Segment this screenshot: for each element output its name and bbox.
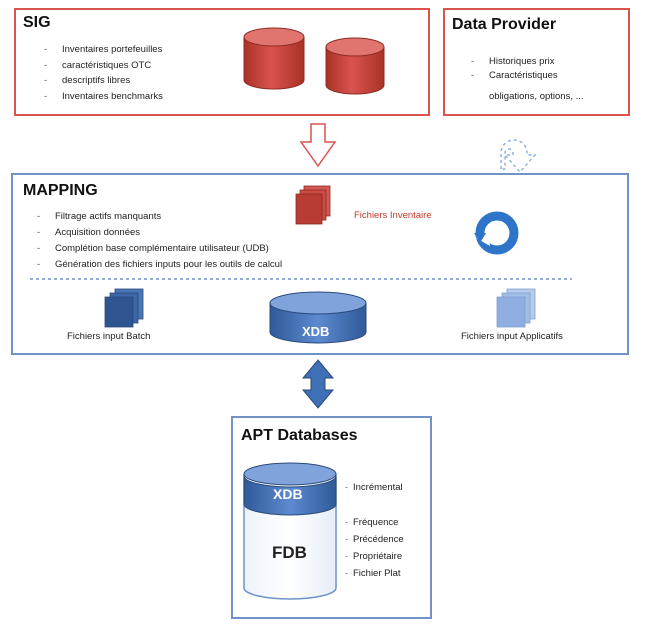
apt-xdb-label: XDB	[273, 486, 303, 502]
fichiers-applicatifs-label: Fichiers input Applicatifs	[461, 331, 563, 342]
database-icon	[243, 27, 305, 90]
list-item: Filtrage actifs manquants	[37, 209, 282, 225]
list-item: Inventaires portefeuilles	[44, 42, 163, 58]
svg-text:-: -	[345, 551, 348, 561]
list-item: Génération des fichiers inputs pour les …	[37, 257, 282, 273]
apt-label-proprietaire: Propriétaire	[353, 551, 403, 562]
svg-text:-: -	[345, 534, 348, 544]
list-item: Inventaires benchmarks	[44, 89, 163, 105]
file-stack-icon	[104, 288, 144, 328]
mapping-list: Filtrage actifs manquants Acquisition do…	[37, 209, 282, 273]
list-item: descriptifs libres	[44, 73, 163, 89]
data-provider-title: Data Provider	[452, 16, 557, 33]
svg-text:-: -	[345, 517, 348, 527]
file-stack-icon	[295, 185, 331, 225]
svg-text:-: -	[345, 482, 348, 492]
arrow-down-icon	[299, 123, 337, 168]
data-provider-item-continuation: obligations, options, ...	[489, 91, 584, 102]
database-icon	[243, 462, 337, 600]
incremental-label: Incrémental	[353, 482, 403, 493]
apt-label-fichier-plat: Fichier Plat	[353, 568, 401, 579]
database-icon	[269, 291, 367, 344]
apt-label-precedence: Précédence	[353, 534, 404, 545]
refresh-icon	[474, 211, 519, 255]
sig-list: Inventaires portefeuilles caractéristiqu…	[44, 42, 163, 104]
list-item: Complétion base complémentaire utilisate…	[37, 241, 282, 257]
mapping-xdb-label: XDB	[302, 324, 330, 339]
fichiers-inventaire-label: Fichiers Inventaire	[354, 210, 432, 221]
file-stack-icon	[496, 288, 536, 328]
apt-fdb-label: FDB	[272, 543, 307, 562]
mapping-title: MAPPING	[23, 182, 98, 199]
list-item: caractéristiques OTC	[44, 58, 163, 74]
apt-label-frequence: Fréquence	[353, 517, 399, 528]
apt-title: APT Databases	[241, 427, 358, 444]
data-provider-list: Historiques prix Caractéristiques	[471, 55, 558, 83]
database-icon	[325, 37, 385, 95]
sig-title: SIG	[23, 14, 51, 31]
list-item: Historiques prix	[471, 55, 558, 69]
svg-text:-: -	[345, 568, 348, 578]
list-item: Caractéristiques	[471, 69, 558, 83]
data-provider-box: Data Provider Historiques prix Caractéri…	[443, 8, 630, 116]
double-arrow-icon	[301, 359, 335, 409]
fichiers-batch-label: Fichiers input Batch	[67, 331, 151, 342]
label-markers: - - - - -	[345, 482, 348, 578]
list-item: Acquisition données	[37, 225, 282, 241]
u-turn-arrow-icon	[500, 139, 537, 174]
